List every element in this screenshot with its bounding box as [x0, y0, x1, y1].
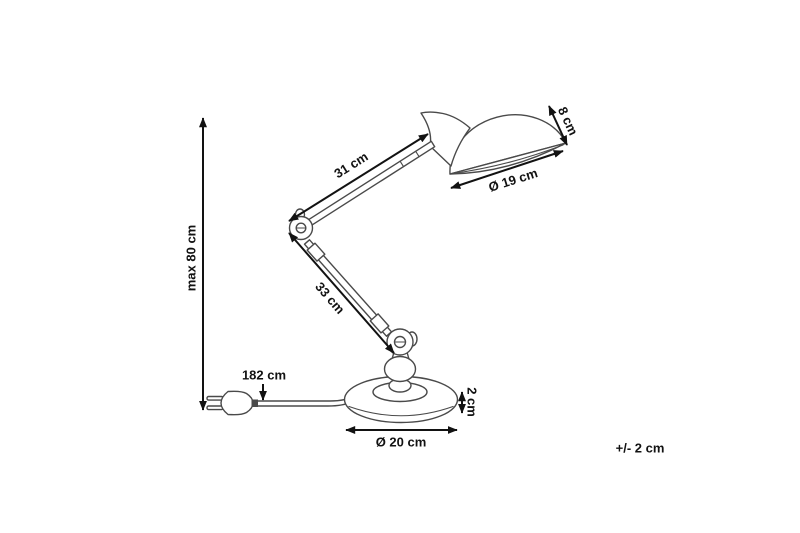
plug-prong-bottom [206, 405, 224, 411]
power-cord [206, 390, 354, 416]
dimension-cable-length: 182 cm [242, 368, 286, 401]
lamp-shade [420, 111, 567, 175]
stem [383, 351, 417, 393]
lower-arm-arrow [288, 232, 395, 354]
upper-arm [300, 140, 436, 231]
cable-length-label: 182 cm [242, 368, 286, 383]
shade-neck [420, 111, 471, 167]
base-rim-line [348, 405, 454, 417]
tolerance-label: +/- 2 cm [616, 441, 665, 456]
cord-upper-line [257, 395, 354, 402]
tolerance-note: +/- 2 cm [616, 441, 665, 456]
base-diameter-label: Ø 20 cm [376, 435, 427, 450]
upper-arm-rod [300, 140, 436, 231]
power-plug [206, 390, 258, 416]
shade-height-arrow [548, 105, 568, 146]
cord-lower-line [257, 401, 352, 407]
upper-arm-arrow [288, 133, 429, 222]
dimension-max-height: max 80 cm [184, 117, 207, 411]
plug-prong-top [206, 395, 224, 401]
plug-cord-grip [251, 399, 258, 407]
plug-body [220, 390, 254, 416]
dimension-base-diameter: Ø 20 cm [345, 426, 458, 450]
dimension-lower-arm: 33 cm [288, 232, 395, 354]
dimension-base-height: 2 cm [458, 387, 480, 417]
shade-diameter-arrow [450, 150, 564, 189]
max-height-label: max 80 cm [184, 225, 199, 292]
base-height-label: 2 cm [465, 387, 480, 417]
upper-arm-label: 31 cm [331, 149, 370, 181]
stem-big-bulb [383, 355, 417, 383]
dimension-upper-arm: 31 cm [288, 133, 429, 222]
